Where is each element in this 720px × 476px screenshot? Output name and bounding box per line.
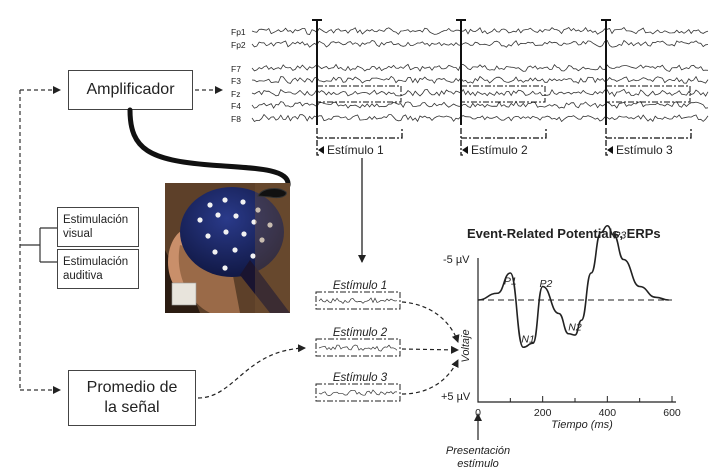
peak-label-n2: N2 <box>568 321 582 333</box>
epoch-label-2: Estímulo 2 <box>333 327 388 339</box>
eeg-trace <box>251 75 709 84</box>
eeg-stimulus-label-1: Estímulo 1 <box>327 143 384 157</box>
channel-label-fz: Fz <box>231 89 240 99</box>
channel-label-f8: F8 <box>231 114 241 124</box>
electrode-dot <box>222 265 228 271</box>
stimulus-connector-lines <box>19 86 61 394</box>
stimulus-marker-2: Estímulo 2 <box>456 19 547 157</box>
epoch-to-erp-arrows <box>401 301 460 395</box>
signal-average-box: Promedio de la señal <box>68 370 196 426</box>
x-tick-label-600: 600 <box>663 407 681 419</box>
y-top-label: -5 µV <box>443 254 470 266</box>
auditory-stimulation-box: Estimulación auditiva <box>57 249 139 289</box>
epoch-1: Estímulo 1 <box>315 280 401 310</box>
x-tick-label-200: 200 <box>534 407 552 419</box>
peak-label-p3: P3 <box>613 229 626 241</box>
y-bottom-label: +5 µV <box>441 391 471 403</box>
visual-stimulation-box: Estimulación visual <box>57 207 139 247</box>
average-label-line1: Promedio de <box>86 379 178 396</box>
electrode-dot <box>232 247 238 253</box>
amplifier-box: Amplificador <box>68 70 193 110</box>
channel-label-f4: F4 <box>231 101 241 111</box>
eeg-trace <box>251 26 709 35</box>
electrode-dot <box>215 212 221 218</box>
channel-label-f7: F7 <box>231 64 241 74</box>
electrode-dot <box>207 202 213 208</box>
stimulus-marker-1: Estímulo 1 <box>312 19 403 157</box>
epoch-label-3: Estímulo 3 <box>333 372 388 384</box>
stimulus-presentation-line1: Presentación <box>446 445 510 457</box>
electrode-dot <box>267 222 273 228</box>
electrode-dot <box>197 217 203 223</box>
eeg-trace <box>251 63 709 72</box>
eeg-cap-photo <box>165 183 290 313</box>
eeg-trace <box>251 100 709 109</box>
electrode-dot <box>205 233 211 239</box>
visual-stim-line1: Estimulación <box>63 214 129 226</box>
electrode-dot <box>233 213 239 219</box>
amplifier-label: Amplificador <box>86 81 175 98</box>
chart-title: Event-Related Potentials, ERPs <box>467 226 661 241</box>
average-label-line2: la señal <box>104 399 160 416</box>
epoch-2: Estímulo 2 <box>315 327 401 357</box>
epoch-trace <box>318 389 397 397</box>
x-tick-label-400: 400 <box>599 407 617 419</box>
electrode-dot <box>259 237 265 243</box>
stimulus-epochs: Estímulo 1 Estímulo 2 Estímulo 3 <box>315 280 401 402</box>
eeg-trace <box>251 39 709 48</box>
epoch-3: Estímulo 3 <box>315 372 401 402</box>
channel-label-fp1: Fp1 <box>231 27 246 37</box>
electrode-dot <box>255 207 261 213</box>
eeg-trace <box>251 113 709 123</box>
electrode-dot <box>251 219 257 225</box>
epoch-trace <box>318 297 398 305</box>
peak-label-p1: P1 <box>504 275 517 287</box>
electrode-dot <box>240 199 246 205</box>
audio-stim-line1: Estimulación <box>63 256 129 268</box>
x-axis-label: Tiempo (ms) <box>551 419 613 431</box>
stimulus-presentation-line2: estímulo <box>457 458 499 470</box>
erp-chart: Event-Related Potentials, ERPs -5 µV +5 … <box>441 224 681 431</box>
audio-stim-line2: auditiva <box>63 270 103 282</box>
electrode-dot <box>222 197 228 203</box>
eeg-stimulus-label-3: Estímulo 3 <box>616 143 673 157</box>
epoch-label-1: Estímulo 1 <box>333 280 387 292</box>
stimulus-marker-3: Estímulo 3 <box>601 19 692 157</box>
visual-stim-line2: visual <box>63 228 93 240</box>
channel-label-f3: F3 <box>231 76 241 86</box>
eeg-stimulus-label-2: Estímulo 2 <box>471 143 528 157</box>
erp-waveform <box>477 224 669 349</box>
y-axis-label: Voltaje <box>460 329 472 362</box>
average-to-epoch-arrow <box>197 344 306 399</box>
epoch-trace <box>318 344 398 352</box>
peak-label-n1: N1 <box>521 334 534 346</box>
electrode-dot <box>241 231 247 237</box>
electrode-dot <box>212 249 218 255</box>
channel-label-fp2: Fp2 <box>231 40 246 50</box>
electrode-dot <box>250 253 256 259</box>
peak-label-p2: P2 <box>539 278 552 290</box>
electrode-dot <box>223 229 229 235</box>
eeg-trace <box>251 88 709 98</box>
